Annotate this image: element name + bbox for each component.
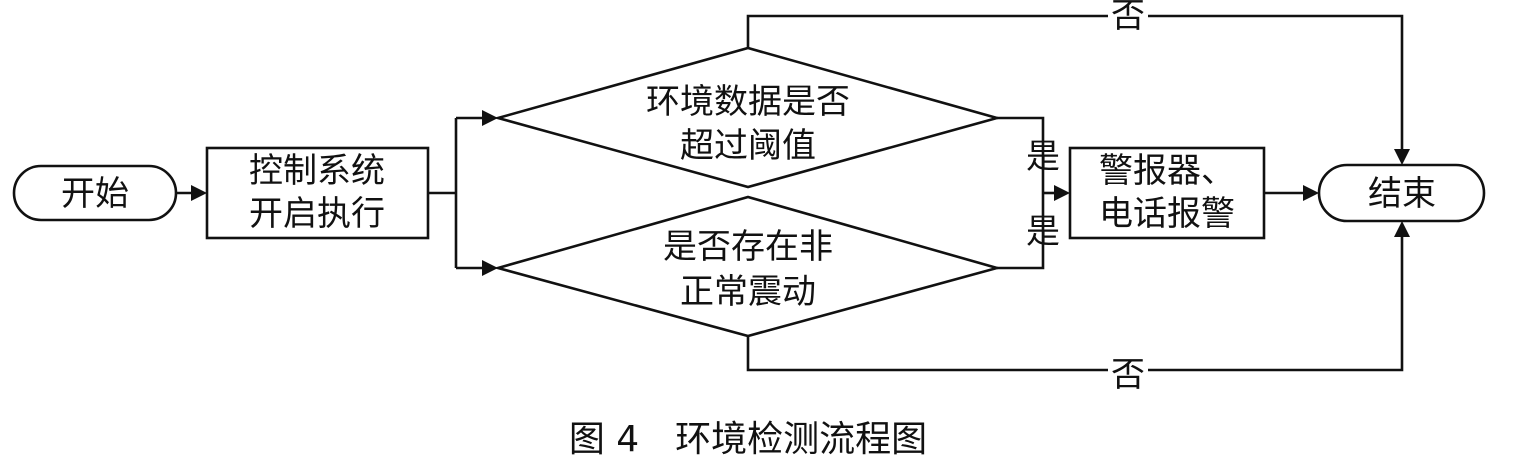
alarm-label-line2: 电话报警 xyxy=(1099,194,1235,234)
control-label-line1: 控制系统 xyxy=(249,151,385,191)
arrowhead-vibration xyxy=(482,260,498,276)
alarm-process-box xyxy=(1068,146,1266,240)
edge-vibration-no xyxy=(746,236,1404,372)
threshold-label-line1: 环境数据是否 xyxy=(646,82,850,122)
control-process-box xyxy=(205,146,430,240)
arrowhead-control xyxy=(191,185,207,201)
start-terminal xyxy=(12,164,178,222)
control-label-line2: 开启执行 xyxy=(249,194,385,234)
figure-caption: 图 4 环境检测流程图 xyxy=(569,419,927,460)
alarm-label-line1: 警报器、 xyxy=(1099,151,1235,191)
threshold-no-label: 否 xyxy=(1111,0,1145,36)
arrowhead-end-left xyxy=(1303,185,1319,201)
edge-threshold-no xyxy=(746,14,1404,151)
vibration-label-line1: 是否存在非 xyxy=(663,227,833,267)
vibration-decision xyxy=(493,195,1002,338)
threshold-decision xyxy=(493,46,1002,189)
arrowhead-end-bottom xyxy=(1394,221,1410,237)
vibration-yes-label: 是 xyxy=(1026,212,1060,252)
end-label: 结束 xyxy=(1368,174,1436,214)
threshold-label-line2: 超过阈值 xyxy=(680,126,816,166)
threshold-yes-label: 是 xyxy=(1026,137,1060,177)
start-label: 开始 xyxy=(61,174,129,214)
vibration-no-label-bg xyxy=(1108,358,1148,388)
vibration-label-line2: 正常震动 xyxy=(680,272,816,312)
arrowhead-end-top xyxy=(1394,149,1410,165)
edge-threshold-yes xyxy=(997,116,1045,193)
connectors xyxy=(176,14,1410,372)
edge-vibration-yes xyxy=(997,193,1045,270)
end-terminal xyxy=(1317,163,1486,223)
vibration-no-label: 否 xyxy=(1111,355,1145,395)
arrowhead-alarm xyxy=(1054,185,1070,201)
threshold-no-label-bg xyxy=(1108,0,1148,30)
arrowhead-threshold xyxy=(482,110,498,126)
